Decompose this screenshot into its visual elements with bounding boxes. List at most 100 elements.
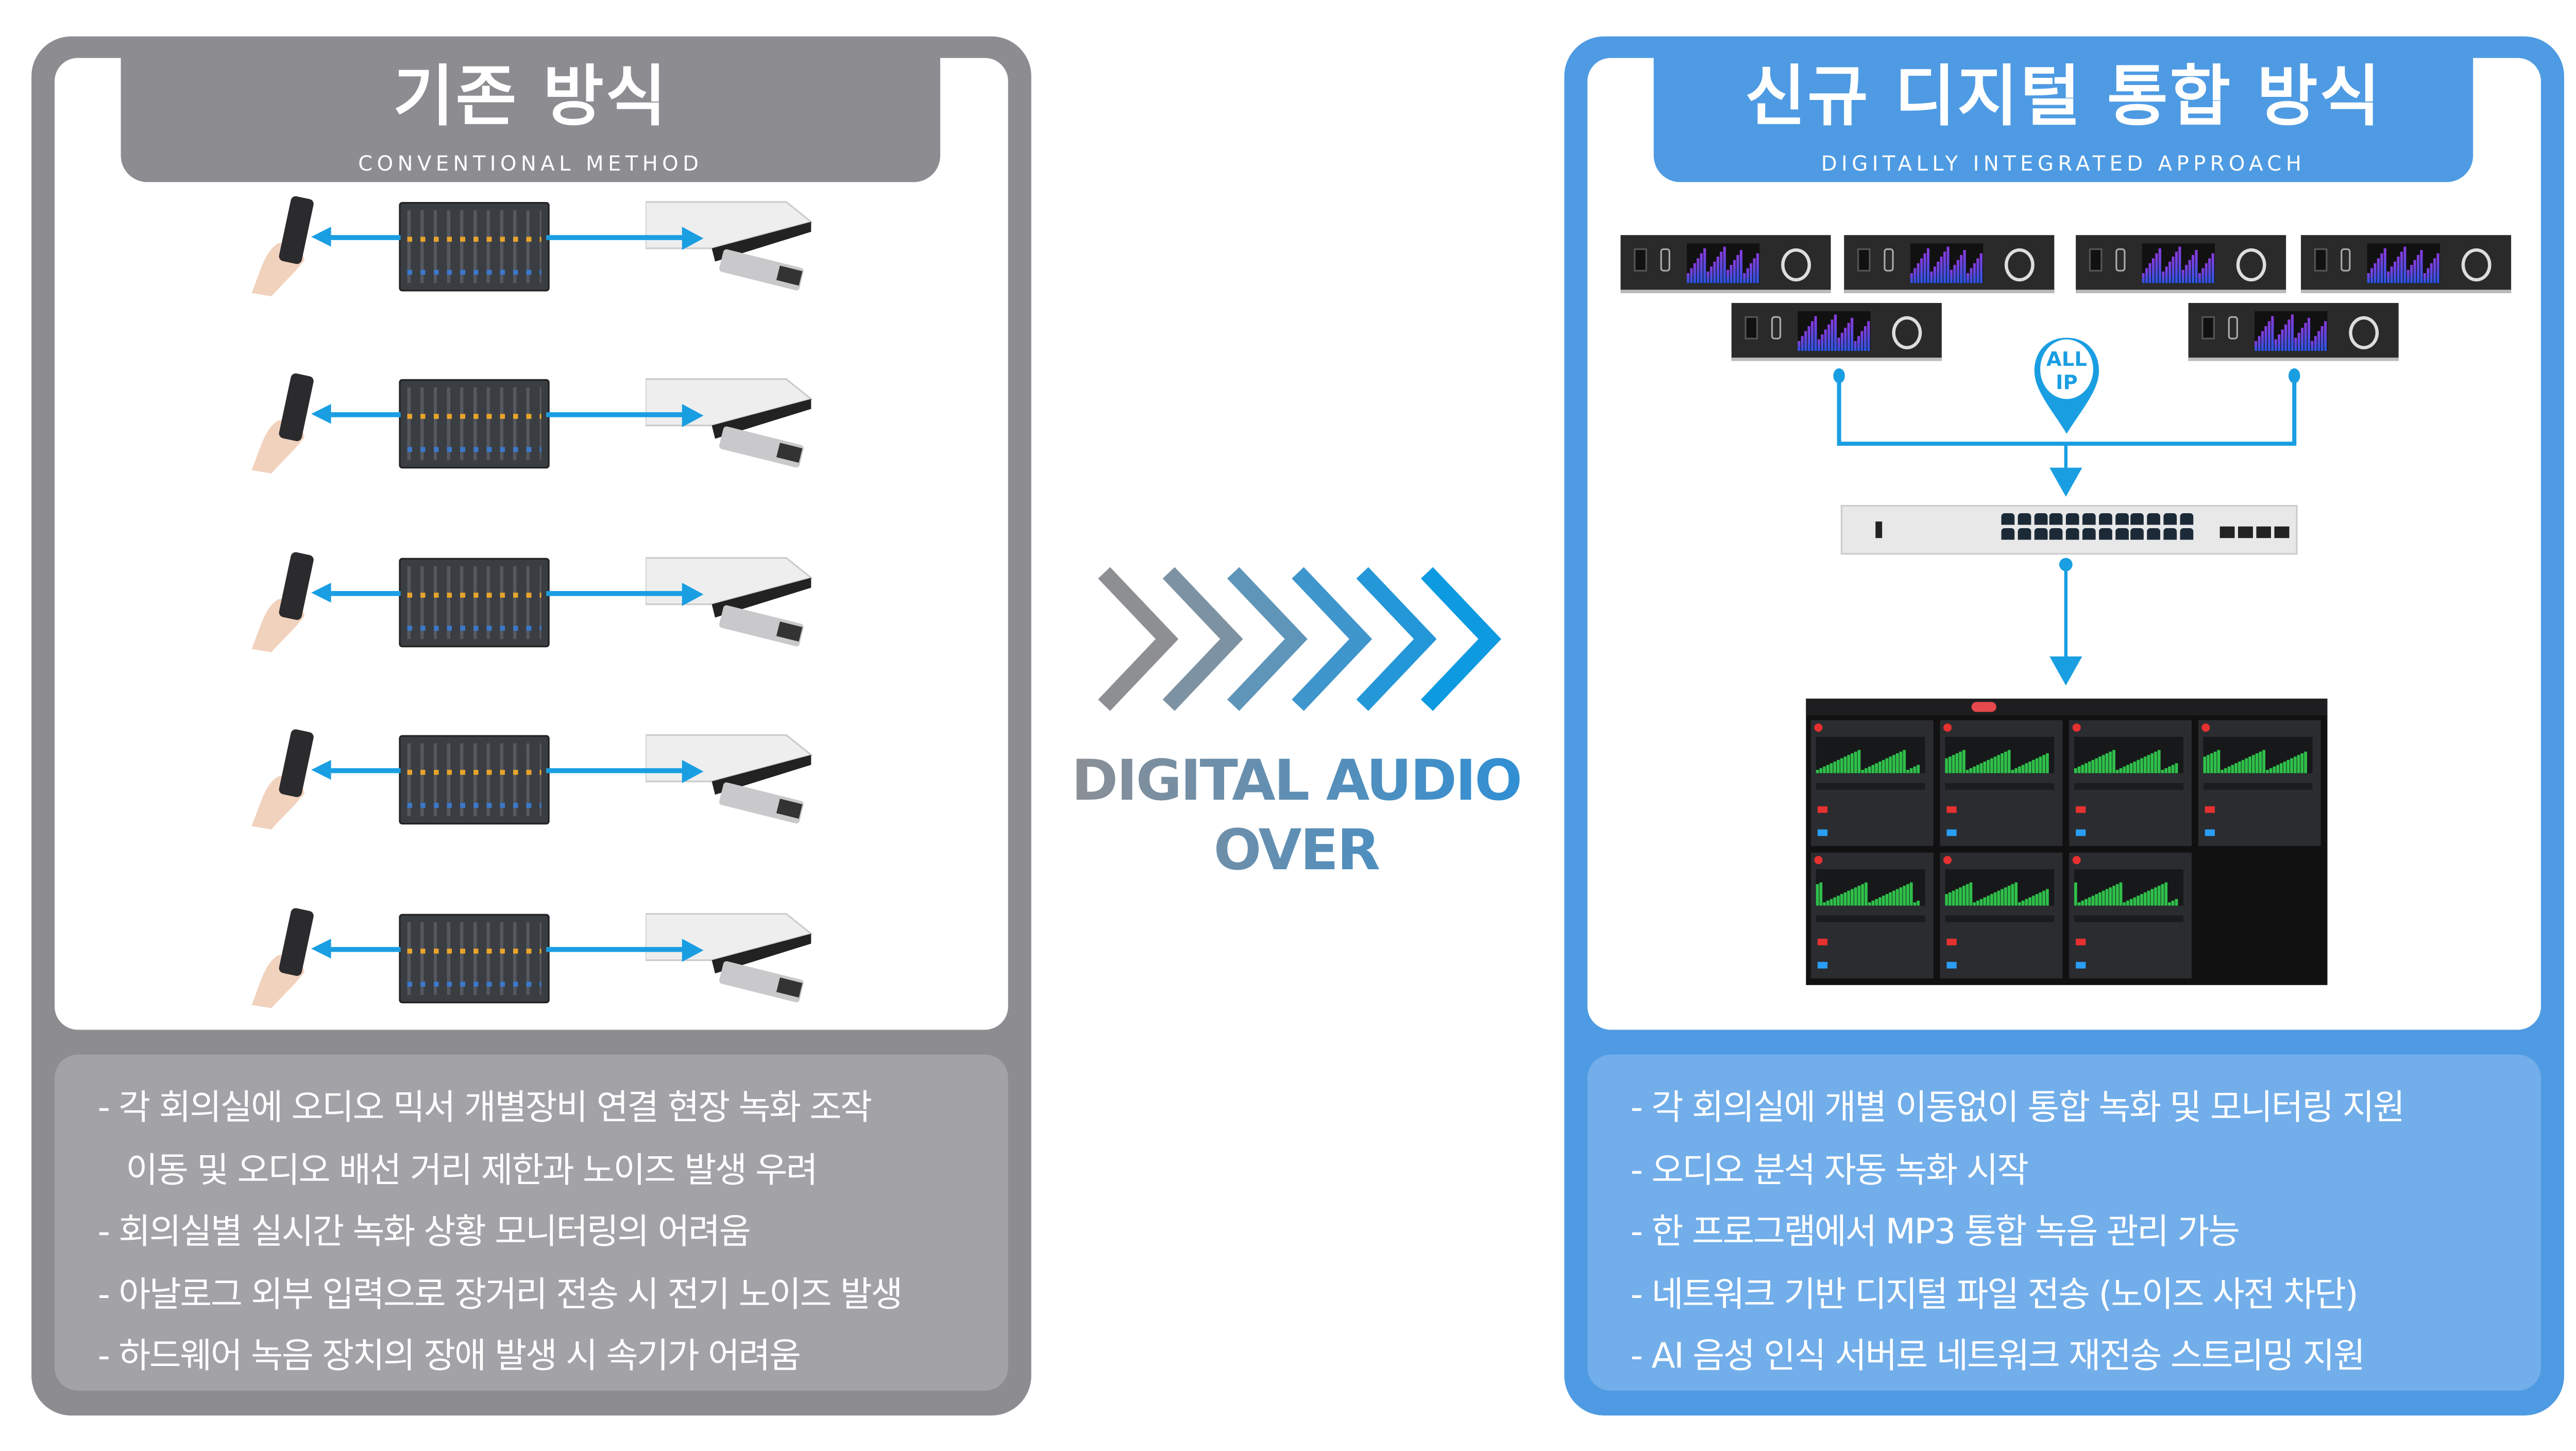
dashboard-room-panel	[2069, 852, 2192, 978]
switch-port	[2179, 528, 2193, 540]
audio-mixer	[399, 201, 550, 292]
map-pin-icon	[2034, 338, 2099, 434]
audio-encoder-unit	[1620, 235, 1831, 293]
benefit-item: - AI 음성 인식 서버로 네트워크 재전송 스트리밍 지원	[1630, 1336, 2365, 1376]
dashboard-room-panel	[2069, 720, 2192, 846]
network-connections	[1833, 368, 2300, 686]
audio-encoder-unit	[1844, 235, 2055, 293]
benefit-item: - 오디오 분석 자동 녹화 시작	[1630, 1150, 2029, 1190]
switch-port	[2114, 528, 2128, 540]
switch-port	[2001, 513, 2015, 525]
dashboard-room-panel	[2198, 720, 2321, 846]
arrow-left-icon	[311, 938, 331, 959]
switch-port	[2114, 513, 2128, 525]
switch-port	[2082, 528, 2096, 540]
conventional-subtitle: CONVENTIONAL METHOD	[358, 150, 703, 176]
arrow-right-icon	[682, 227, 704, 250]
network-switch	[1840, 504, 2298, 555]
conventional-header: 기존 방식 CONVENTIONAL METHOD	[121, 58, 940, 182]
arrow-right-icon	[682, 760, 704, 783]
arrow-left-icon	[311, 403, 331, 424]
benefit-item: - 한 프로그램에서 MP3 통합 녹음 관리 가능	[1630, 1211, 2240, 1252]
arrow-line	[546, 591, 687, 596]
issue-item: - 각 회의실에 오디오 믹서 개별장비 연결 현장 녹화 조작	[97, 1087, 872, 1128]
chevron-icon	[1420, 567, 1501, 711]
arrow-line	[331, 412, 401, 417]
all-label: ALL	[2046, 347, 2087, 371]
chevron-icon	[1098, 567, 1179, 711]
switch-port	[2098, 528, 2112, 540]
audio-encoder-unit	[2301, 235, 2512, 293]
digital-benefits-box: - 각 회의실에 개별 이동없이 통합 녹화 및 모니터링 지원 - 오디오 분…	[1587, 1054, 2541, 1391]
arrow-line	[331, 591, 401, 596]
audio-mixer	[399, 379, 550, 469]
arrow-right-icon	[682, 582, 704, 606]
issue-item: - 회의실별 실시간 녹화 상황 모니터링의 어려움	[97, 1211, 751, 1252]
dashboard-room-panel	[1940, 720, 2063, 846]
phone-recorder-in-hand	[248, 727, 331, 830]
switch-port	[2147, 513, 2161, 525]
audio-encoder-unit	[2076, 235, 2286, 293]
issue-item: - 아날로그 외부 입력으로 장거리 전송 시 전기 노이즈 발생	[97, 1274, 903, 1314]
dashboard-room-panel	[1811, 852, 1934, 978]
switch-port	[2066, 528, 2080, 540]
switch-port	[2049, 513, 2063, 525]
benefit-item: - 각 회의실에 개별 이동없이 통합 녹화 및 모니터링 지원	[1630, 1087, 2405, 1128]
switch-port	[2017, 528, 2031, 540]
conventional-title: 기존 방식	[393, 59, 668, 136]
switch-port	[2131, 513, 2145, 525]
switch-port	[2033, 528, 2047, 540]
arrow-down-icon	[2049, 467, 2082, 497]
phone-recorder-in-hand	[248, 550, 331, 652]
digital-audio-label: DIGITAL AUDIO	[1059, 748, 1533, 815]
audio-encoder-unit	[2188, 302, 2399, 361]
switch-port	[2179, 513, 2193, 525]
switch-port	[2049, 528, 2063, 540]
issue-item: - 하드웨어 녹음 장치의 장애 발생 시 속기가 어려움	[97, 1336, 801, 1376]
audio-mixer	[399, 914, 550, 1004]
laptop-with-usb-recorder	[645, 376, 815, 468]
dashboard-room-panel	[1811, 720, 1934, 846]
chevron-arrows-icon	[1098, 567, 1501, 711]
switch-port	[2017, 513, 2031, 525]
dashboard-room-panel	[1940, 852, 2063, 978]
switch-port	[2001, 528, 2015, 540]
switch-port	[2033, 513, 2047, 525]
arrow-left-icon	[311, 760, 331, 780]
arrow-right-icon	[682, 403, 704, 427]
arrow-line	[546, 768, 687, 773]
arrow-left-icon	[311, 227, 331, 247]
ip-label: IP	[2056, 370, 2078, 394]
chevron-icon	[1227, 567, 1308, 711]
laptop-with-usb-recorder	[645, 732, 815, 824]
phone-recorder-in-hand	[248, 371, 331, 474]
laptop-with-usb-recorder	[645, 554, 815, 647]
chevron-icon	[1356, 567, 1437, 711]
digital-header: 신규 디지털 통합 방식 DIGITALLY INTEGRATED APPROA…	[1653, 58, 2473, 182]
digital-title: 신규 디지털 통합 방식	[1744, 59, 2382, 136]
switch-port	[2163, 513, 2177, 525]
phone-recorder-in-hand	[248, 194, 331, 297]
chevron-icon	[1292, 567, 1372, 711]
arrow-right-icon	[682, 938, 704, 962]
arrow-left-icon	[311, 582, 331, 603]
benefit-item: - 네트워크 기반 디지털 파일 전송 (노이즈 사전 차단)	[1630, 1274, 2359, 1314]
switch-port	[2147, 528, 2161, 540]
switch-port	[2131, 528, 2145, 540]
switch-port	[2066, 513, 2080, 525]
audio-encoder-unit	[1731, 302, 1942, 361]
laptop-with-usb-recorder	[645, 199, 815, 291]
phone-recorder-in-hand	[248, 906, 331, 1008]
chevron-icon	[1162, 567, 1243, 711]
over-label: OVER	[1059, 818, 1533, 884]
switch-port	[2098, 513, 2112, 525]
switch-port	[2082, 513, 2096, 525]
arrow-line	[331, 235, 401, 240]
arrow-line	[546, 235, 687, 240]
laptop-with-usb-recorder	[645, 910, 815, 1003]
monitoring-dashboard-screenshot	[1806, 698, 2328, 985]
arrow-line	[546, 947, 687, 952]
all-ip-pin: ALL IP	[2029, 334, 2104, 437]
issue-item: 이동 및 오디오 배선 거리 제한과 노이즈 발생 우려	[126, 1150, 818, 1190]
